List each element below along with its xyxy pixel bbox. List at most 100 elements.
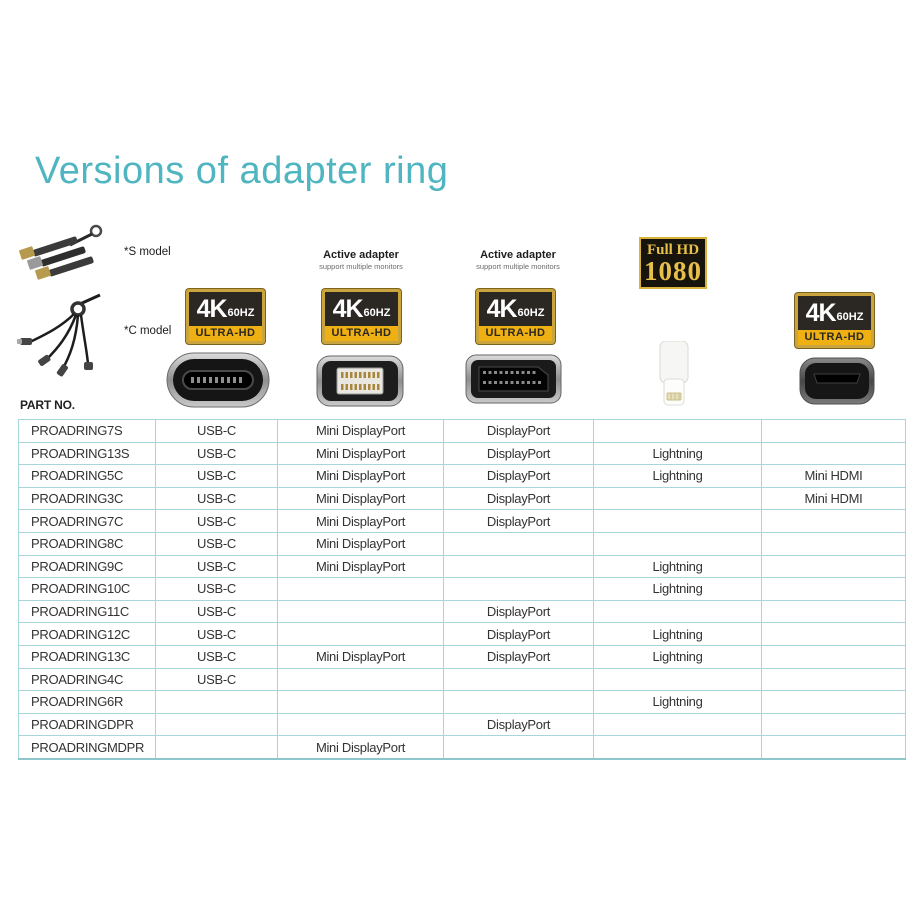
badge-4k-text: 4K 60HZ xyxy=(798,296,871,330)
connector-cell: USB-C xyxy=(155,577,278,601)
connector-cell: DisplayPort xyxy=(443,712,594,737)
connector-cell xyxy=(761,735,906,760)
part-no-cell: PROADRING3C xyxy=(18,486,156,511)
connector-cell: Mini DisplayPort xyxy=(277,419,444,443)
page-title: Versions of adapter ring xyxy=(35,150,449,192)
part-no-cell: PROADRING8C xyxy=(18,531,156,556)
s-model-label: *S model xyxy=(124,246,171,258)
connector-cell xyxy=(761,554,906,579)
active-adapter-title: Active adapter xyxy=(480,249,556,261)
connector-cell xyxy=(443,577,594,601)
part-no-cell: PROADRING10C xyxy=(18,577,156,601)
part-no-cell: PROADRING13S xyxy=(18,441,156,466)
part-no-cell: PROADRING12C xyxy=(18,622,156,646)
uhd-4k60-badge: 4K 60HZ ULTRA-HD xyxy=(795,293,874,348)
active-adapter-note-dp: Active adapter support multiple monitors xyxy=(438,249,598,271)
badge-60hz-label: 60HZ xyxy=(227,306,255,319)
connector-cell: DisplayPort xyxy=(443,419,594,443)
connector-cell: Mini DisplayPort xyxy=(277,486,444,511)
connector-cell xyxy=(443,690,594,714)
part-no-cell: PROADRING11C xyxy=(18,599,156,624)
connector-cell xyxy=(443,667,594,692)
connector-cell xyxy=(593,599,762,624)
connector-cell: USB-C xyxy=(155,486,278,511)
connector-cell xyxy=(761,622,906,646)
connector-cell: Mini DisplayPort xyxy=(277,531,444,556)
c-model-adapter-image xyxy=(17,293,101,377)
connector-cell xyxy=(761,509,906,533)
connector-cell xyxy=(443,531,594,556)
uhd-4k60-badge: 4K 60HZ ULTRA-HD xyxy=(186,289,265,344)
active-adapter-title: Active adapter xyxy=(323,249,399,261)
connector-cell: Lightning xyxy=(593,464,762,488)
connector-cell xyxy=(761,441,906,466)
part-no-cell: PROADRING7C xyxy=(18,509,156,533)
connector-cell xyxy=(277,667,444,692)
connector-cell: Mini DisplayPort xyxy=(277,441,444,466)
connector-cell: USB-C xyxy=(155,644,278,669)
connector-cell: Mini DisplayPort xyxy=(277,554,444,579)
full-hd-label: Full HD xyxy=(646,241,700,258)
connector-cell: DisplayPort xyxy=(443,622,594,646)
connector-cell: USB-C xyxy=(155,667,278,692)
part-no-cell: PROADRINGDPR xyxy=(18,712,156,737)
connector-cell xyxy=(593,509,762,533)
badge-4k-label: 4K xyxy=(486,294,518,323)
connector-cell: USB-C xyxy=(155,509,278,533)
connector-cell: DisplayPort xyxy=(443,464,594,488)
connector-cell: Mini HDMI xyxy=(761,486,906,511)
connector-cell xyxy=(593,735,762,760)
connector-cell: Mini HDMI xyxy=(761,464,906,488)
badge-60hz-label: 60HZ xyxy=(363,306,391,319)
connector-cell xyxy=(277,622,444,646)
lightning-connector-icon xyxy=(659,341,689,406)
active-adapter-note-minidp: Active adapter support multiple monitors xyxy=(281,249,441,271)
connector-cell xyxy=(761,531,906,556)
connector-cell xyxy=(277,599,444,624)
connector-cell: USB-C xyxy=(155,464,278,488)
badge-4k-text: 4K 60HZ xyxy=(325,292,398,326)
badge-ultrahd-label: ULTRA-HD xyxy=(189,326,262,341)
part-no-cell: PROADRING6R xyxy=(18,690,156,714)
part-no-cell: PROADRING9C xyxy=(18,554,156,579)
connector-cell: USB-C xyxy=(155,554,278,579)
full-hd-1080-badge: Full HD 1080 xyxy=(639,237,707,289)
connector-cell: Lightning xyxy=(593,577,762,601)
connector-cell: DisplayPort xyxy=(443,644,594,669)
connector-cell: Lightning xyxy=(593,554,762,579)
connector-cell: DisplayPort xyxy=(443,486,594,511)
connector-cell xyxy=(761,577,906,601)
uhd-4k60-badge: 4K 60HZ ULTRA-HD xyxy=(322,289,401,344)
badge-4k-label: 4K xyxy=(805,298,837,327)
connector-cell: DisplayPort xyxy=(443,599,594,624)
connector-cell xyxy=(277,577,444,601)
connector-cell xyxy=(593,531,762,556)
mini-displayport-connector-icon xyxy=(316,355,404,407)
badge-4k-text: 4K 60HZ xyxy=(479,292,552,326)
connector-cell: Lightning xyxy=(593,622,762,646)
connector-cell xyxy=(761,667,906,692)
connector-cell xyxy=(593,667,762,692)
part-no-cell: PROADRINGMDPR xyxy=(18,735,156,760)
usb-c-connector-icon xyxy=(166,352,270,408)
connector-cell: USB-C xyxy=(155,419,278,443)
badge-ultrahd-label: ULTRA-HD xyxy=(798,330,871,345)
active-adapter-subtitle: support multiple monitors xyxy=(319,262,403,271)
connector-cell: Mini DisplayPort xyxy=(277,735,444,760)
connector-cell: USB-C xyxy=(155,441,278,466)
connector-cell: Mini DisplayPort xyxy=(277,509,444,533)
c-model-label: *C model xyxy=(124,325,172,337)
connector-cell: Lightning xyxy=(593,644,762,669)
badge-4k-label: 4K xyxy=(332,294,364,323)
connector-cell: DisplayPort xyxy=(443,509,594,533)
